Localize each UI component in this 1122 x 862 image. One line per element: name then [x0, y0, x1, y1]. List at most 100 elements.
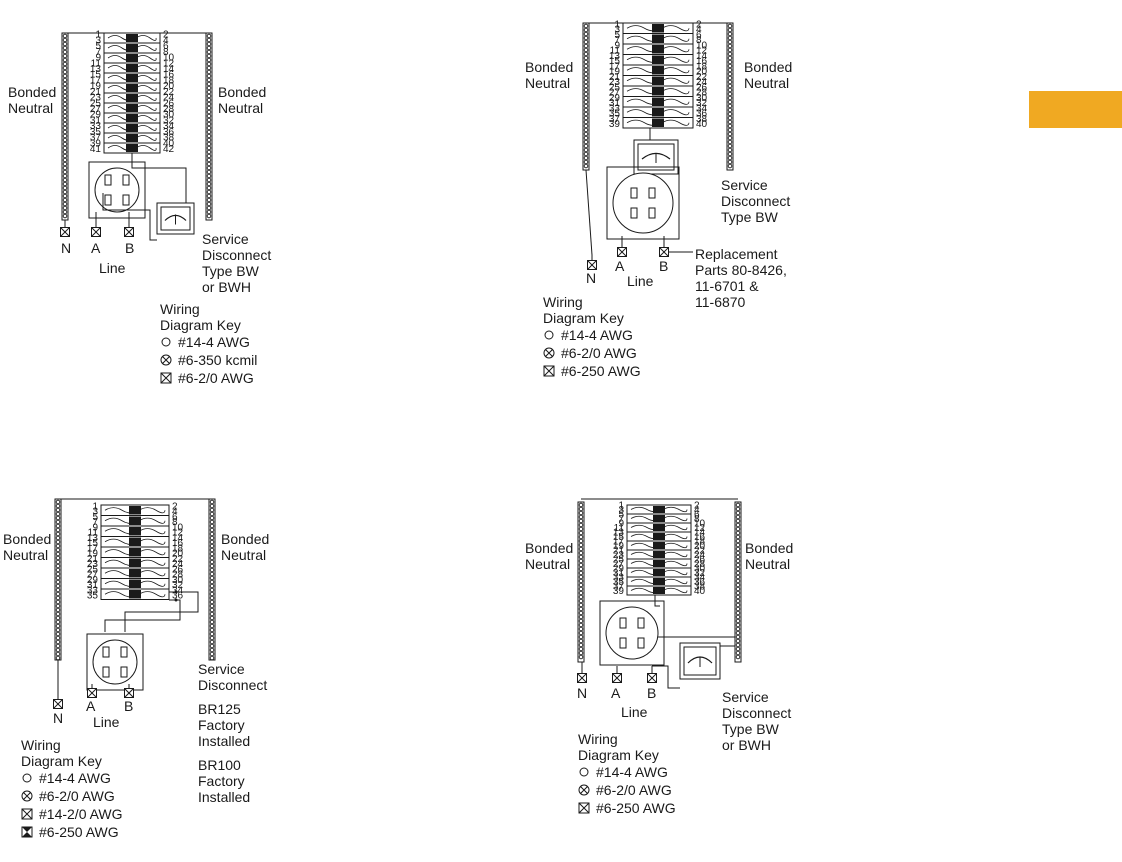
- wire: [658, 636, 736, 647]
- circuit-number: 34: [694, 573, 706, 584]
- circuit-number: 40: [694, 586, 706, 597]
- circuit-number: 20: [163, 81, 175, 92]
- breaker-handle: [129, 569, 141, 578]
- terminal-label-n: N: [586, 270, 597, 286]
- circuit-number: 26: [696, 82, 708, 93]
- breaker-handle: [652, 108, 664, 117]
- terminal-label-b: B: [125, 240, 135, 256]
- circuit-number: 12: [696, 46, 708, 57]
- breaker-handle: [652, 87, 664, 96]
- circuit-number: 39: [609, 119, 621, 130]
- line-label: Line: [99, 260, 126, 276]
- main-breaker-frame: [599, 600, 665, 666]
- breaker-handle: [129, 506, 141, 515]
- breaker-handle: [129, 590, 141, 599]
- breaker-handle: [129, 537, 141, 546]
- wire: [131, 153, 187, 203]
- terminal-lug-mark: [577, 673, 587, 683]
- circuit-number: 13: [609, 51, 621, 62]
- breaker-handle: [129, 558, 141, 567]
- terminal-lug-mark: [612, 673, 622, 683]
- terminal-lug-mark: [87, 688, 97, 698]
- circuit-number: 15: [90, 70, 102, 81]
- circuit-number: 8: [696, 35, 702, 46]
- circuit-number: 29: [613, 564, 625, 575]
- breaker-handle: [652, 76, 664, 85]
- key-item: #6-250 AWG: [543, 362, 641, 380]
- circuit-number: 27: [87, 570, 99, 581]
- circuit-number: 32: [696, 98, 708, 109]
- circuit-number: 31: [609, 98, 621, 109]
- breaker-handle: [653, 578, 665, 585]
- main-breaker-frame: [86, 633, 144, 691]
- neutral-screw: [578, 654, 584, 660]
- circuit-number: 9: [618, 519, 624, 530]
- circuit-number: 9: [95, 53, 101, 64]
- circuit-number: 3: [614, 25, 620, 36]
- circuit-number: 39: [90, 138, 102, 149]
- circuit-number: 27: [609, 88, 621, 99]
- breaker-handle: [652, 66, 664, 75]
- main-breaker-frame: [606, 166, 680, 240]
- circuit-number: 23: [90, 93, 102, 104]
- breaker-handle: [653, 587, 665, 594]
- circuit-number: 15: [613, 532, 625, 543]
- circuit-number: 10: [163, 53, 175, 64]
- terminal-label-a: A: [91, 240, 101, 256]
- circuit-number: 32: [172, 580, 184, 591]
- circuit-number: 5: [614, 30, 620, 41]
- breaker-handle: [126, 124, 138, 132]
- line-label: Line: [93, 714, 120, 730]
- circuit-number: 36: [172, 591, 184, 602]
- main-breaker-pole: [630, 187, 638, 199]
- circuit-number: 15: [87, 538, 99, 549]
- circuit-number: 1: [92, 501, 98, 512]
- circuit-number: 19: [613, 541, 625, 552]
- main-breaker-pole: [648, 207, 656, 219]
- key-item: #6-2/0 AWG: [543, 344, 641, 362]
- circuit-number: 4: [696, 25, 702, 36]
- breaker-handle: [653, 542, 665, 549]
- circuit-number: 16: [696, 56, 708, 67]
- terminal-lug-mark: [647, 673, 657, 683]
- circuit-number: 14: [694, 528, 706, 539]
- circuit-number: 33: [90, 121, 102, 132]
- circuit-number: 3: [92, 507, 98, 518]
- terminal-label-n: N: [53, 710, 64, 726]
- key-item: #6-2/0 AWG: [21, 787, 123, 805]
- key-item: #14-4 AWG: [21, 769, 123, 787]
- terminal-label-n: N: [577, 685, 588, 701]
- breaker-handle: [126, 74, 138, 82]
- breaker-handle: [126, 64, 138, 72]
- circuit-number: 19: [87, 549, 99, 560]
- breaker-handle: [126, 94, 138, 102]
- circuit-number: 30: [163, 110, 175, 121]
- main-breaker-pole: [619, 617, 627, 629]
- circuit-number: 17: [609, 61, 621, 72]
- breaker-handle: [129, 516, 141, 525]
- circuit-number: 32: [694, 568, 706, 579]
- circuit-number: 25: [613, 555, 625, 566]
- circuit-number: 27: [613, 559, 625, 570]
- breaker-handle: [652, 24, 664, 33]
- circuit-number: 21: [87, 554, 99, 565]
- circle-icon: [544, 330, 554, 340]
- neutral-screw: [209, 655, 215, 661]
- circle-x-icon: [543, 347, 555, 359]
- circuit-number: 30: [696, 93, 708, 104]
- breaker-handle: [653, 533, 665, 540]
- circuit-number: 10: [696, 40, 708, 51]
- key-item: #6-2/0 AWG: [578, 781, 676, 799]
- neutral-screw: [583, 163, 589, 169]
- breaker-handle: [126, 134, 138, 142]
- circle-icon: [161, 337, 171, 347]
